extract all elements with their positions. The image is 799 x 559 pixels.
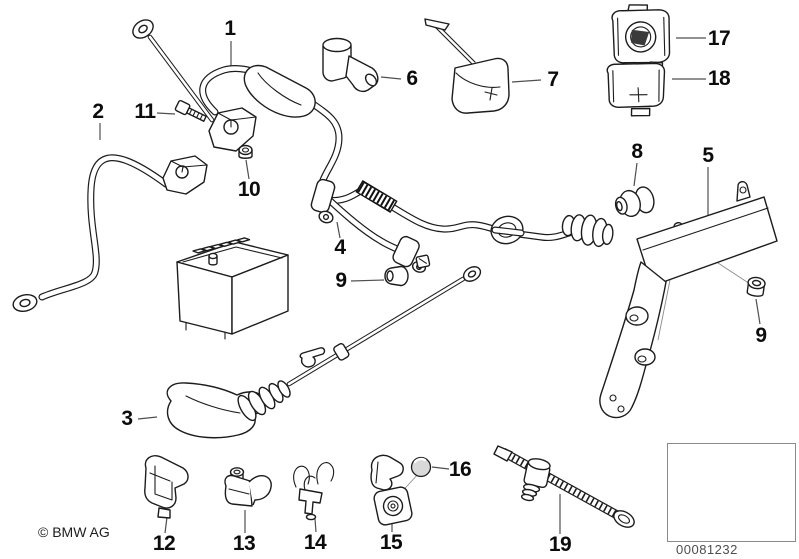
part-callout-8: 8 — [631, 140, 643, 163]
cable-strap-illustration — [493, 445, 635, 528]
nut-illustration — [238, 144, 253, 159]
part-callout-7: 7 — [547, 68, 559, 91]
part-callout-15: 15 — [379, 531, 403, 554]
bolt-illustration — [174, 99, 207, 122]
positive-battery-cable-illustration — [132, 19, 614, 248]
part-callout-16: 16 — [448, 458, 472, 481]
cable-clamp-illustration — [224, 467, 272, 507]
terminal-cap-illustration — [322, 37, 379, 93]
ball-cap-illustration — [410, 456, 432, 478]
grommet-large-illustration — [614, 186, 655, 218]
battery-illustration — [176, 237, 289, 340]
vehicle-reference-box — [667, 443, 796, 542]
diagram-code-text: 00081232 — [676, 542, 738, 557]
part-callout-1: 1 — [224, 17, 236, 40]
part-callout-10: 10 — [237, 178, 261, 201]
part-callout-17: 17 — [707, 27, 731, 50]
holder-illustration — [370, 454, 421, 526]
part-callout-6: 6 — [406, 67, 418, 90]
part-callout-12: 12 — [152, 532, 176, 555]
grommet-left-illustration — [384, 265, 409, 287]
part-callout-5: 5 — [702, 144, 714, 167]
part-callout-13: 13 — [232, 532, 256, 555]
part-callout-9a: 9 — [335, 269, 347, 292]
bracket-illustration — [599, 181, 778, 419]
clip-illustration — [144, 455, 189, 519]
part-callout-19: 19 — [548, 533, 572, 556]
part-callout-3: 3 — [121, 407, 133, 430]
part-callout-4: 4 — [334, 236, 346, 259]
grommet-small-illustration — [746, 276, 766, 297]
cover-flap-illustration — [424, 18, 510, 114]
part-callout-9b: 9 — [755, 324, 767, 347]
part-callout-18: 18 — [707, 67, 731, 90]
terminal-cover-illustration — [606, 62, 666, 117]
negative-battery-cable-illustration — [12, 154, 208, 312]
twin-hook-clip-illustration — [293, 462, 335, 521]
part-callout-14: 14 — [303, 531, 327, 554]
part-callout-11: 11 — [134, 100, 156, 123]
copyright-text: © BMW AG — [38, 524, 110, 540]
rubber-boot-cable-illustration — [166, 254, 482, 439]
part-callout-2: 2 — [92, 100, 104, 123]
leader-lines — [99, 37, 761, 534]
